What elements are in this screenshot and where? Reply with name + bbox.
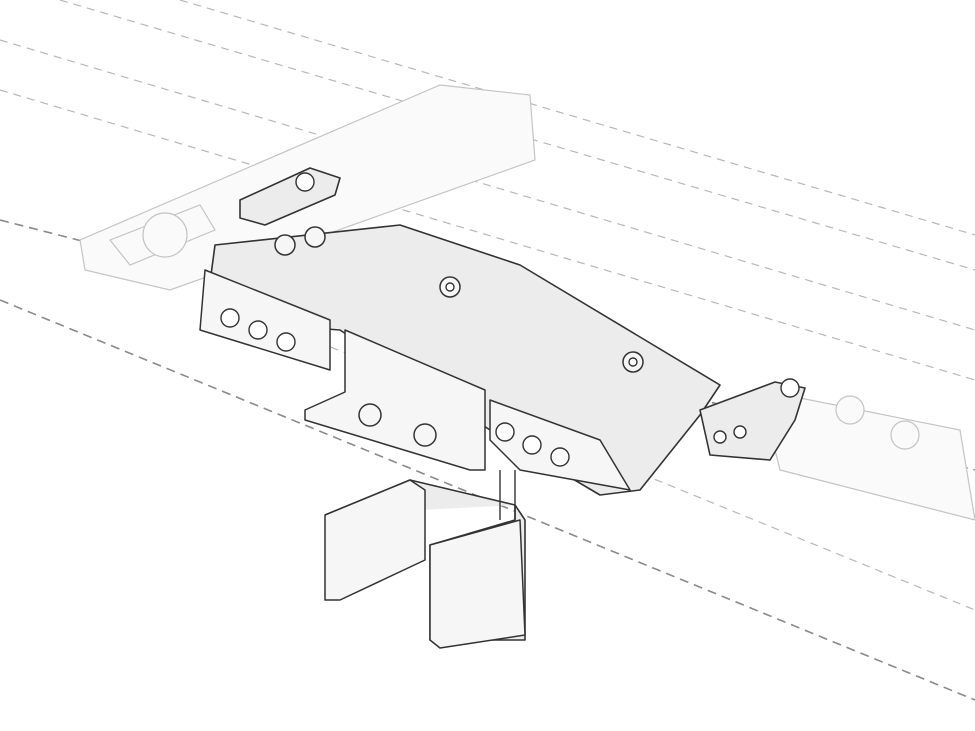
ghost-chain-right — [759, 389, 975, 521]
link-arm-top — [239, 167, 341, 226]
front-bracket — [304, 329, 486, 471]
main-plate — [199, 224, 721, 496]
hanger-bracket — [324, 470, 526, 649]
link-arm-right — [699, 378, 806, 461]
nuts — [274, 226, 644, 373]
